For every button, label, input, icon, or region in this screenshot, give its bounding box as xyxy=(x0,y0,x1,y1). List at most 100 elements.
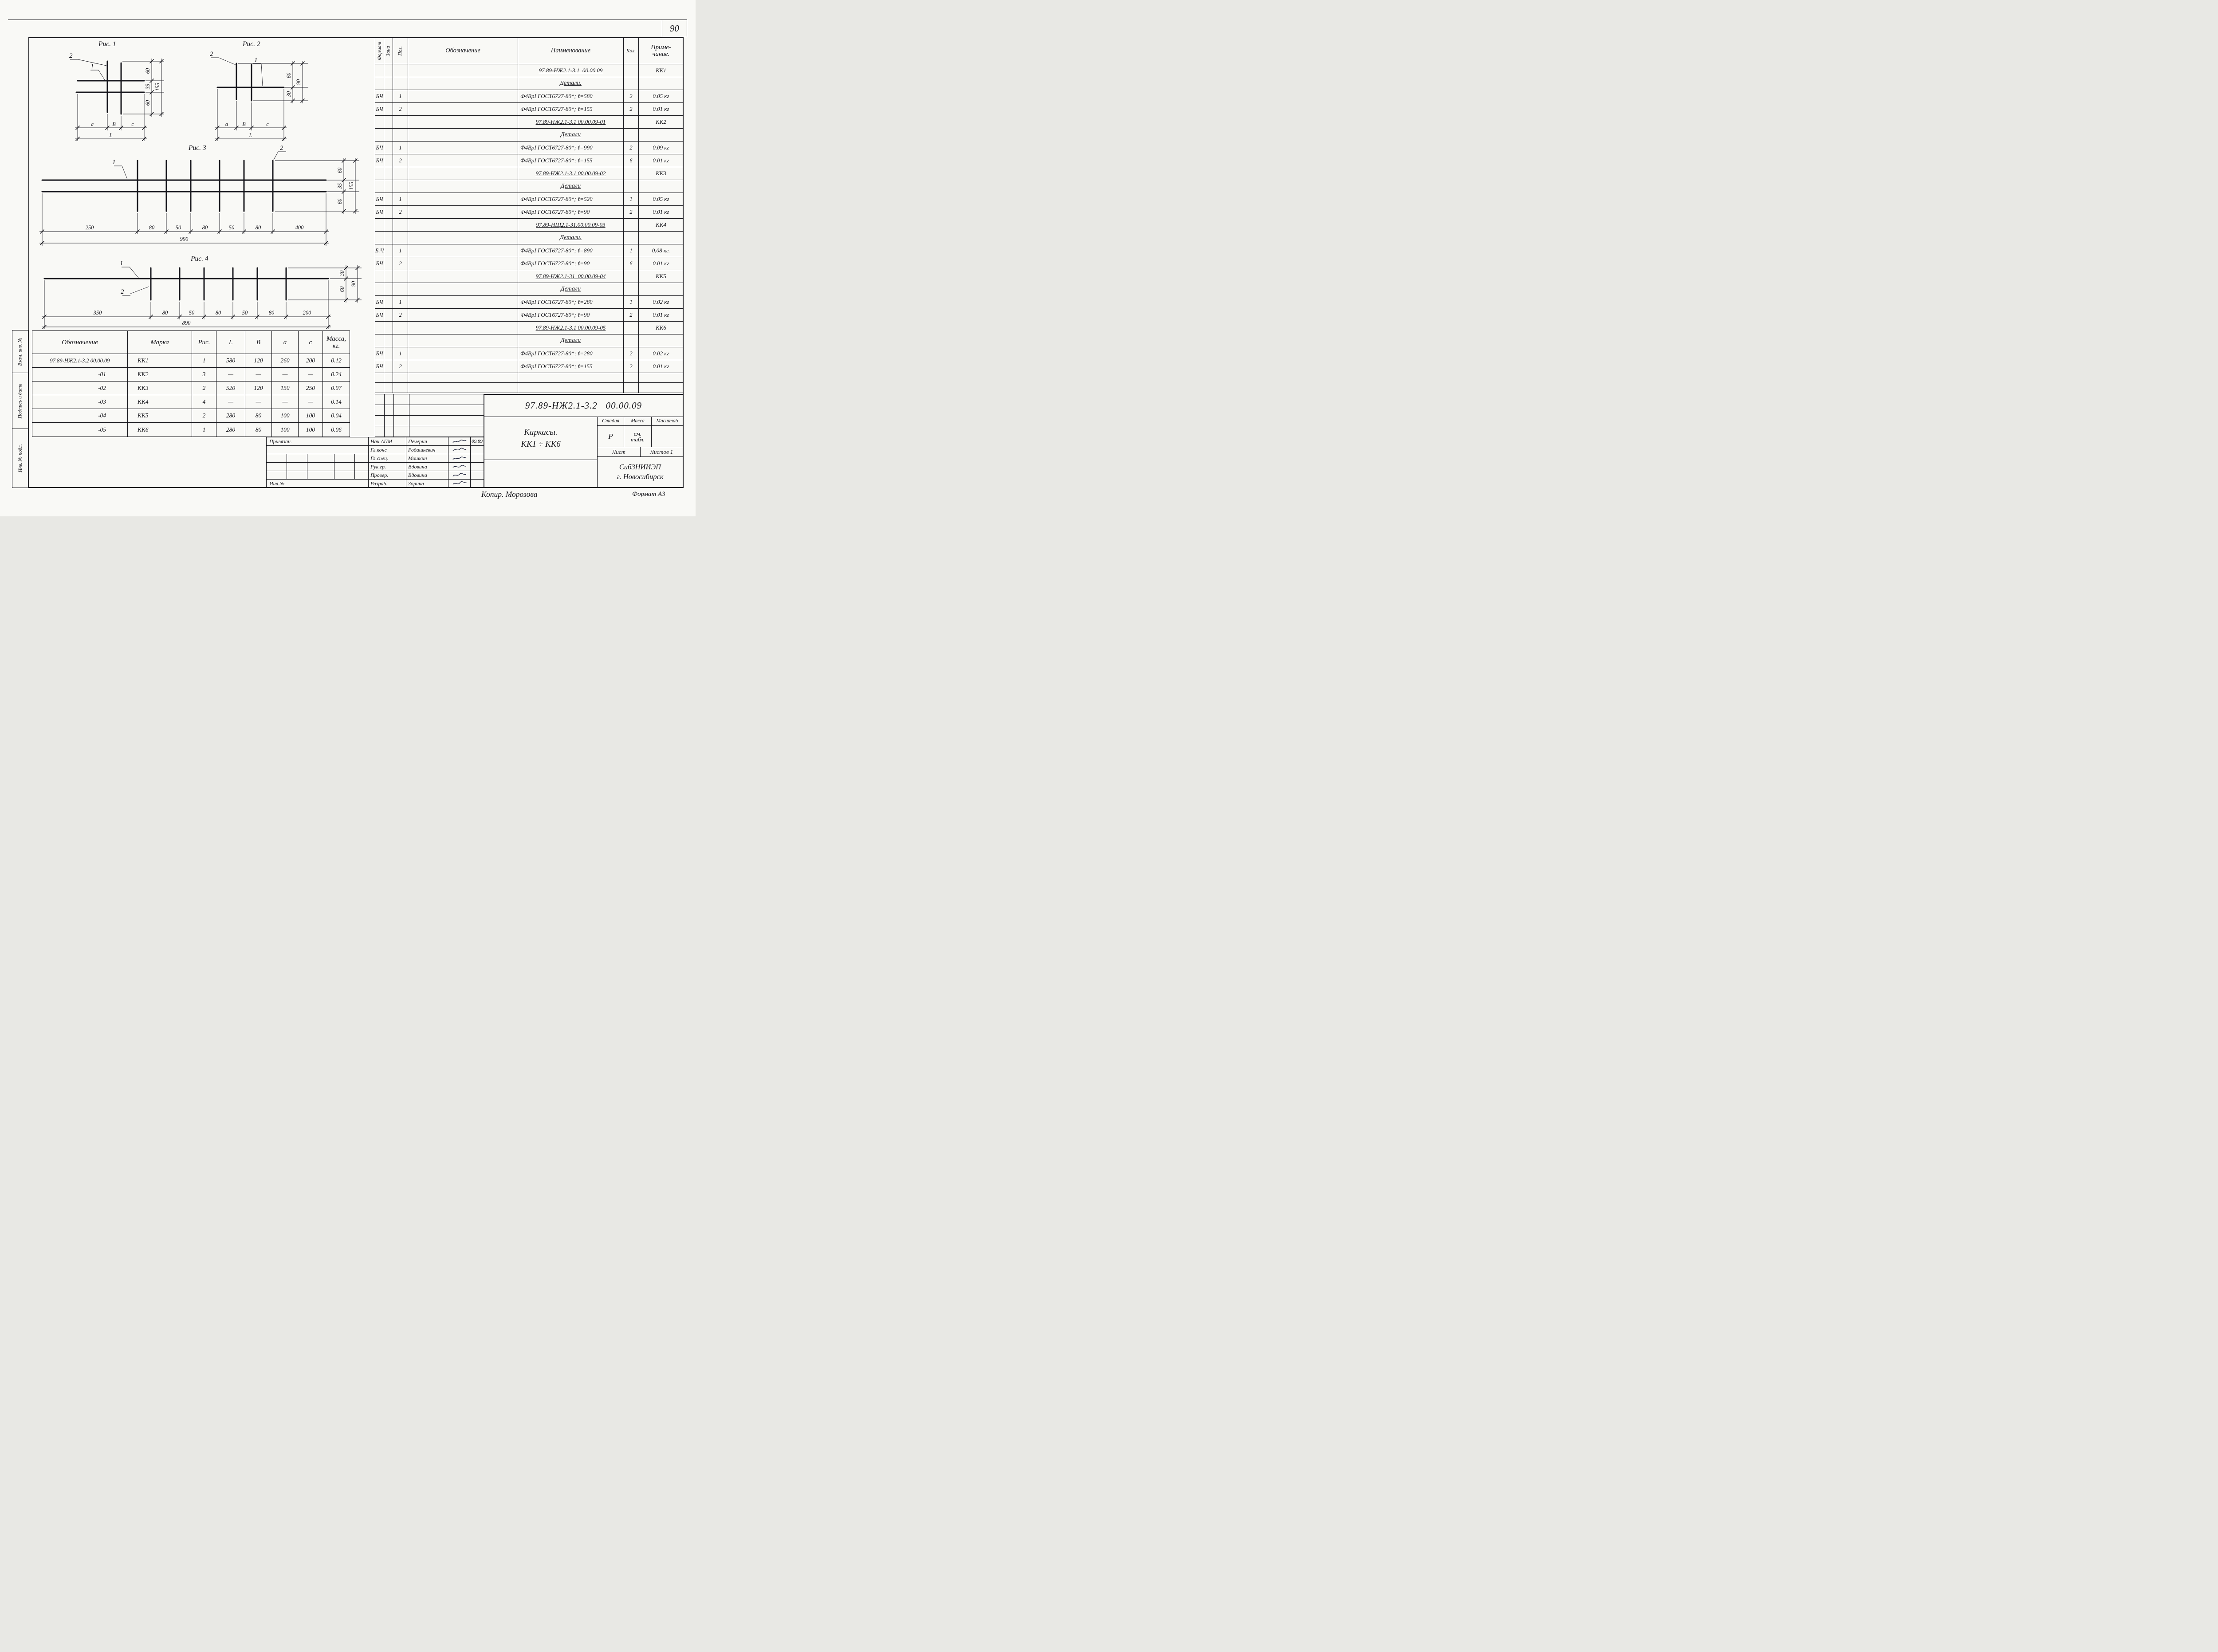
spec-row: Детали xyxy=(375,334,683,347)
spec-cell xyxy=(375,283,384,295)
spec-cell: БЧ xyxy=(375,347,384,360)
params-cell: — xyxy=(216,395,245,409)
spec-cell: БЧ xyxy=(375,154,384,167)
spec-cell: 1 xyxy=(393,90,408,102)
spec-cell xyxy=(408,154,518,167)
spec-cell: Ф4ВрI ГОСТ6727-80*; ℓ=520 xyxy=(518,193,624,205)
spec-cell xyxy=(384,90,393,102)
spec-cell xyxy=(624,283,639,295)
spec-header-designation: Обозначение xyxy=(408,38,518,64)
spec-cell xyxy=(408,142,518,154)
spec-cell: 0.01 кг xyxy=(653,260,669,267)
spec-cell xyxy=(375,219,384,231)
spec-cell xyxy=(375,270,384,283)
spec-cell xyxy=(624,129,639,141)
sig-subgrid xyxy=(267,454,369,462)
params-header-row: Обозначение Марка Рис. L В a c Масса,кг. xyxy=(32,331,350,354)
spec-cell xyxy=(393,334,408,347)
spec-cell: 0.05 кг xyxy=(653,93,669,99)
params-cell: 280 xyxy=(216,423,245,437)
params-cell: -04 xyxy=(32,409,128,422)
spec-cell: 0,08 кг. xyxy=(652,247,670,254)
spec-cell xyxy=(384,270,393,283)
spec-cell xyxy=(375,322,384,334)
sig-role: Провер. xyxy=(369,471,406,479)
params-cell: — xyxy=(216,368,245,381)
stage-label: Стадия xyxy=(598,417,624,425)
sig-role: Рук.гр. xyxy=(369,463,406,471)
spec-cell: Ф4ВрI ГОСТ6727-80*; ℓ=90 xyxy=(518,309,624,321)
spec-cell: Ф4ВрI ГОСТ6727-80*; ℓ=580 xyxy=(518,90,624,102)
stage-mass-scale-values: Р см.табл. xyxy=(598,426,683,447)
title-block: 97.89-НЖ2.1-3.2 00.00.09 Каркасы. КК1 ÷ … xyxy=(484,394,684,488)
sig-name: Вдовина xyxy=(406,463,448,471)
dim-label: a xyxy=(225,121,228,127)
params-cell: 0.04 xyxy=(331,412,342,419)
spec-cell xyxy=(384,373,393,382)
signature-row: Гл.спец. Мошкин xyxy=(267,454,484,463)
spec-cell xyxy=(375,116,384,128)
sheet-row: Лист Листов 1 xyxy=(598,447,683,457)
spec-cell: Ф4ВрI ГОСТ6727-80*; ℓ=155 xyxy=(518,154,624,167)
spec-cell xyxy=(408,232,518,244)
sig-role: Гл.конс xyxy=(369,446,406,454)
format-note: Формат А3 xyxy=(632,491,665,498)
spec-cell: БЧ xyxy=(375,142,384,154)
params-cell: 0.12 xyxy=(331,357,342,364)
spec-cell: 0.02 кг xyxy=(653,350,669,357)
spec-cell xyxy=(393,167,408,180)
figure-4-title: Рис. 4 xyxy=(190,255,208,263)
params-cell: — xyxy=(299,395,323,409)
spec-cell: КК2 xyxy=(656,118,666,125)
signature-table: Привязан. Нач.АПМ Печерин 09.89 Гл.конс … xyxy=(266,437,484,488)
sheet-label: Лист xyxy=(598,447,641,456)
dim-label: 60 xyxy=(145,68,151,74)
params-cell: КК3 xyxy=(128,382,192,395)
spec-cell: 2 xyxy=(624,142,639,154)
spec-cell xyxy=(393,383,408,393)
spec-cell xyxy=(624,334,639,347)
spec-cell: 97.89-НЖ2.1-3.1 00.00.09-05 xyxy=(518,322,624,334)
sig-name: Мошкин xyxy=(406,454,448,462)
inventory-label: Инв.№ xyxy=(267,480,369,488)
sig-date xyxy=(471,471,484,479)
params-cell: 1 xyxy=(192,354,216,367)
dim-label: 50 xyxy=(229,224,235,231)
params-header-l: L xyxy=(216,331,245,354)
params-header-fig: Рис. xyxy=(192,331,216,354)
figure-3-dim-lines xyxy=(39,151,359,246)
spec-cell: Детали xyxy=(518,334,624,347)
side-stamp-strip: Взам. инв. № Подпись и дата Инв. № подл. xyxy=(12,330,28,488)
spec-cell: БЧ xyxy=(375,193,384,205)
spec-cell xyxy=(408,64,518,77)
dim-label: 60 xyxy=(339,286,345,292)
spec-cell xyxy=(375,383,384,393)
spec-cell xyxy=(624,270,639,283)
spec-cell: Детали xyxy=(518,180,624,193)
dim-label: 60 xyxy=(337,167,343,173)
spec-cell: Детали. xyxy=(518,77,624,90)
spec-cell xyxy=(384,360,393,373)
spec-cell: 1 xyxy=(393,142,408,154)
spec-cell xyxy=(384,64,393,77)
dim-label: 30 xyxy=(339,270,345,276)
mass-label: Масса xyxy=(624,417,652,425)
dim-label: c xyxy=(131,121,134,127)
dim-label: 350 xyxy=(93,310,102,316)
spec-cell: Детали xyxy=(518,129,624,141)
spec-cell: КК3 xyxy=(656,170,666,177)
spec-cell xyxy=(408,373,518,382)
dim-label: c xyxy=(266,121,269,127)
spec-cell xyxy=(384,257,393,270)
spec-row: Детали. xyxy=(375,232,683,244)
